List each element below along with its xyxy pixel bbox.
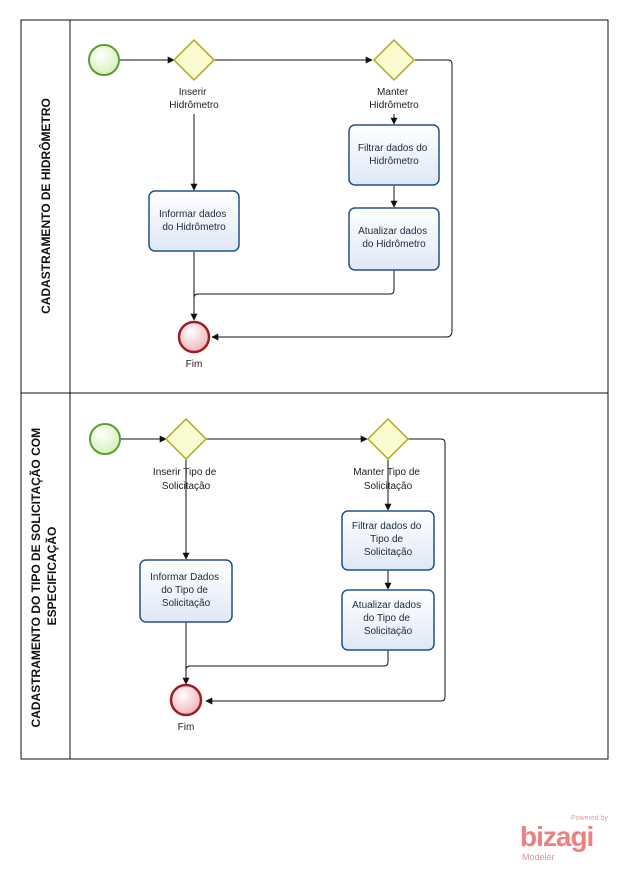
task-filtrar-dados[interactable] bbox=[348, 124, 440, 186]
start-event[interactable] bbox=[89, 423, 121, 455]
task-informar-dados[interactable] bbox=[148, 190, 240, 252]
task-atualizar-dados-tipo-label: Atualizar dados do Tipo de Solicitação bbox=[352, 600, 424, 637]
task-atualizar-dados-label: Atualizar dados do Hidrômetro bbox=[358, 226, 430, 250]
watermark-powered: Powered by bbox=[571, 815, 608, 822]
pool-tipo-solicitacao: CADASTRAMENTO DO TIPO DE SOLICITAÇÃO COM… bbox=[20, 392, 609, 760]
task-atualizar-dados-tipo[interactable] bbox=[341, 589, 435, 651]
pool-title: CADASTRAMENTO DO TIPO DE SOLICITAÇÃO COM… bbox=[28, 425, 59, 728]
gateway-inserir-tipo-label: Inserir Tipo de Solicitação bbox=[153, 467, 219, 492]
task-informar-dados-label: Informar dados do Hidrômetro bbox=[159, 209, 229, 233]
gateway-manter-label: Manter Hidrômetro bbox=[369, 87, 419, 111]
gateway-manter-tipo[interactable] bbox=[366, 417, 410, 461]
task-filtrar-dados-tipo[interactable] bbox=[341, 510, 435, 571]
task-filtrar-dados-tipo-label: Filtrar dados do Tipo de Solicitação bbox=[352, 521, 424, 558]
pool-frame bbox=[20, 392, 609, 760]
pool-frame bbox=[20, 19, 609, 394]
watermark-brand: bizagi bbox=[520, 821, 594, 852]
gateway-inserir-label: Inserir Hidrômetro bbox=[169, 87, 219, 111]
watermark-sub: Modeler bbox=[522, 852, 555, 862]
gateway-manter[interactable] bbox=[372, 38, 416, 82]
start-event[interactable] bbox=[88, 44, 120, 76]
task-atualizar-dados[interactable] bbox=[348, 207, 440, 271]
bizagi-watermark: Powered by bizagi Modeler bbox=[520, 815, 610, 865]
pool-hidrometro: CADASTRAMENTO DE HIDRÔMETRO Inserir Hidr… bbox=[20, 19, 609, 394]
gateway-inserir-tipo[interactable] bbox=[164, 417, 208, 461]
task-filtrar-dados-label: Filtrar dados do Hidrômetro bbox=[358, 143, 430, 167]
gateway-inserir[interactable] bbox=[172, 38, 216, 82]
task-informar-dados-tipo-label: Informar Dados do Tipo de Solicitação bbox=[150, 572, 222, 609]
end-event[interactable] bbox=[169, 683, 203, 717]
flows bbox=[121, 435, 446, 705]
end-event-label: Fim bbox=[186, 359, 203, 370]
gateway-manter-tipo-label: Manter Tipo de Solicitação bbox=[353, 467, 423, 492]
pool-title: CADASTRAMENTO DE HIDRÔMETRO bbox=[38, 98, 53, 314]
flows bbox=[119, 56, 453, 341]
end-event-label: Fim bbox=[178, 722, 195, 733]
task-informar-dados-tipo[interactable] bbox=[139, 559, 233, 623]
end-event[interactable] bbox=[177, 320, 211, 354]
